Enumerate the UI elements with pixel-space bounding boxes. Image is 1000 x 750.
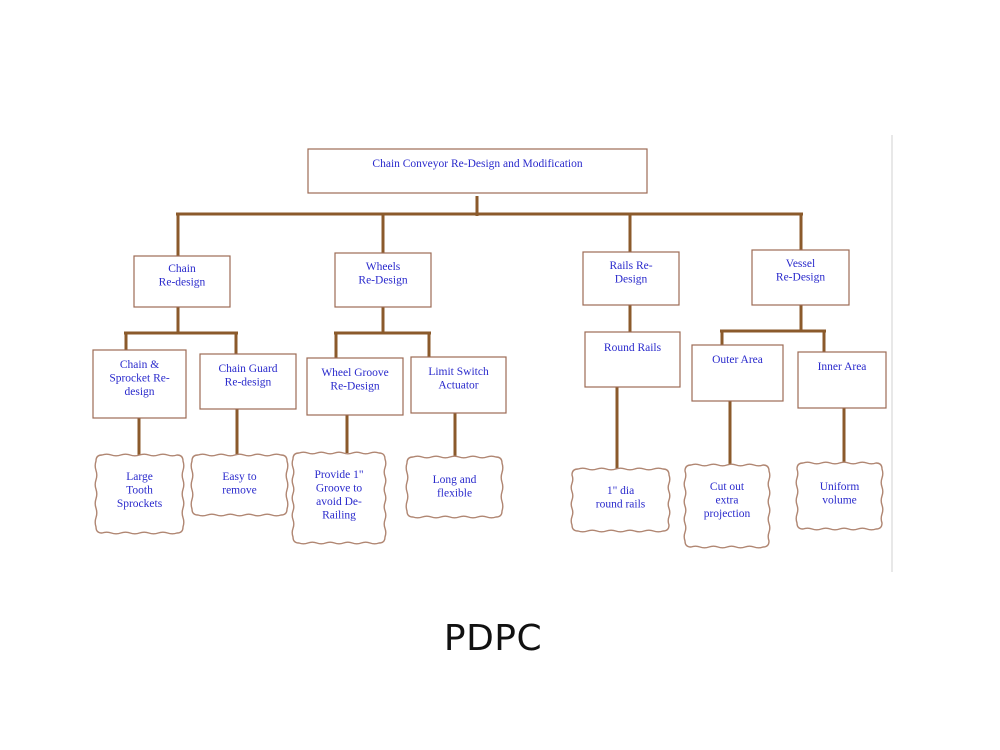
limit-switch-box bbox=[410, 356, 507, 414]
vessel-box bbox=[751, 249, 850, 306]
connectors bbox=[124, 196, 846, 469]
rails-box bbox=[582, 251, 680, 306]
uniform-box bbox=[795, 461, 884, 531]
chain-sprocket-box bbox=[92, 349, 187, 419]
diagram-nodes: Chain Conveyor Re-Design and Modificatio… bbox=[92, 148, 887, 549]
chain-guard-box bbox=[199, 353, 297, 410]
chain-sprocket-label: Chain &Sprocket Re-design bbox=[109, 359, 170, 398]
node-outer-area: Outer Area bbox=[691, 344, 784, 402]
node-inner-area: Inner Area bbox=[797, 351, 887, 409]
round-rails-box bbox=[584, 331, 681, 388]
cut-out-box bbox=[683, 463, 771, 549]
outer-area-label: Outer Area bbox=[712, 354, 763, 366]
root-label: Chain Conveyor Re-Design and Modificatio… bbox=[372, 158, 582, 170]
easy-remove-box bbox=[190, 453, 289, 517]
outer-area-box bbox=[691, 344, 784, 402]
dia-rails-box bbox=[570, 467, 671, 533]
node-chain-sprocket: Chain &Sprocket Re-design bbox=[92, 349, 187, 419]
round-rails-label: Round Rails bbox=[604, 342, 662, 354]
node-rails: Rails Re-Design bbox=[582, 251, 680, 306]
diagram-caption: PDPC bbox=[443, 618, 543, 659]
node-root: Chain Conveyor Re-Design and Modificatio… bbox=[307, 148, 648, 194]
inner-area-label: Inner Area bbox=[818, 361, 867, 373]
groove-box bbox=[291, 451, 387, 545]
rails-label: Rails Re-Design bbox=[609, 260, 652, 286]
node-round-rails: Round Rails bbox=[584, 331, 681, 388]
long-flexible-box bbox=[405, 455, 504, 519]
chain-box bbox=[133, 255, 231, 308]
wheel-groove-box bbox=[306, 357, 404, 416]
inner-area-box bbox=[797, 351, 887, 409]
large-tooth-box bbox=[94, 453, 185, 535]
wheels-box bbox=[334, 252, 432, 308]
root-box bbox=[307, 148, 648, 194]
